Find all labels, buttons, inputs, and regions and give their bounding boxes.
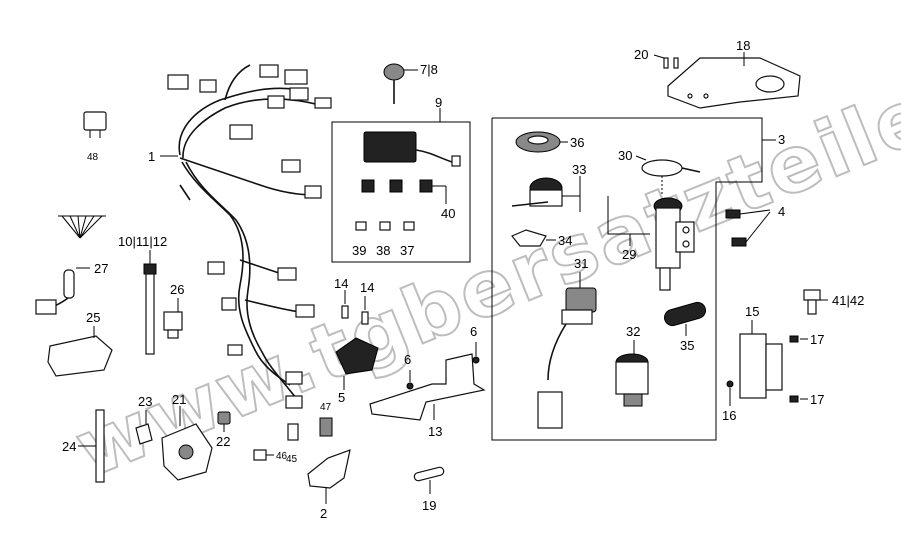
part-19-pin: 19 [413, 466, 445, 513]
label-35: 35 [680, 338, 694, 353]
label-47: 47 [320, 402, 332, 413]
label-17a: 17 [810, 332, 824, 347]
part-45-47-terminals: 45 47 [286, 402, 333, 465]
part-30-cover: 30 [618, 148, 701, 196]
part-14-bolts: 14 14 [334, 276, 374, 325]
label-10-12: 10|11|12 [118, 234, 167, 249]
label-24: 24 [62, 439, 76, 454]
part-13-bracket: 13 6 6 [369, 324, 486, 439]
label-25: 25 [86, 310, 100, 325]
label-17b: 17 [810, 392, 824, 407]
label-6b: 6 [470, 324, 477, 339]
part-33-lock: 33 34 [511, 162, 586, 248]
part-31-connector: 31 [537, 256, 597, 429]
label-40: 40 [441, 206, 455, 221]
part-9-cdi-frame: 9 40 39 38 37 [331, 95, 471, 263]
part-23-clip: 23 [135, 394, 153, 445]
part-21-switch: 21 [161, 392, 213, 481]
part-24-strap: 24 [62, 409, 105, 483]
label-36: 36 [570, 135, 584, 150]
label-48: 48 [87, 152, 99, 163]
label-19: 19 [422, 498, 436, 513]
label-13: 13 [428, 424, 442, 439]
label-21: 21 [172, 392, 186, 407]
label-46: 46 [276, 451, 288, 462]
label-41-42: 41|42 [832, 293, 864, 308]
part-2-bracket: 2 [307, 449, 351, 521]
label-14b: 14 [360, 280, 374, 295]
part-26-connector: 26 [163, 282, 184, 339]
label-27: 27 [94, 261, 108, 276]
part-48-relay: 48 [83, 111, 107, 163]
label-23: 23 [138, 394, 152, 409]
label-1: 1 [148, 149, 155, 164]
label-33: 33 [572, 162, 586, 177]
label-45: 45 [286, 454, 298, 465]
part-10-12-cable-tie: 10|11|12 [118, 234, 167, 355]
part-18-bracket: 18 20 [634, 38, 801, 109]
part-22-plug: 22 [216, 411, 231, 449]
label-29: 29 [622, 247, 636, 262]
label-18: 18 [736, 38, 750, 53]
part-46-connector: 46 [253, 449, 288, 462]
label-15: 15 [745, 304, 759, 319]
label-30: 30 [618, 148, 632, 163]
label-37: 37 [400, 243, 414, 258]
label-14a: 14 [334, 276, 348, 291]
label-26: 26 [170, 282, 184, 297]
label-31: 31 [574, 256, 588, 271]
label-16: 16 [722, 408, 736, 423]
label-38: 38 [376, 243, 390, 258]
label-20: 20 [634, 47, 648, 62]
label-5: 5 [338, 390, 345, 405]
label-9: 9 [435, 95, 442, 110]
part-7-8-key: 7|8 [383, 62, 438, 104]
part-41-42-cap: 41|42 [803, 289, 864, 315]
part-25-unit: 25 [47, 310, 113, 377]
part-3-ignition-frame: 3 [491, 117, 785, 441]
label-22: 22 [216, 434, 230, 449]
part-32-lock: 32 [615, 324, 649, 407]
part-15-bracket: 15 17 17 16 [722, 304, 824, 423]
label-6a: 6 [404, 352, 411, 367]
label-2: 2 [320, 506, 327, 521]
part-36-rubber-cap: 36 [515, 131, 584, 153]
part-29-ignition-switch: 29 [607, 196, 695, 291]
label-3: 3 [778, 132, 785, 147]
label-39: 39 [352, 243, 366, 258]
label-4: 4 [778, 204, 785, 219]
label-32: 32 [626, 324, 640, 339]
label-7-8: 7|8 [420, 62, 438, 77]
part-4-bolts: 4 [725, 204, 785, 247]
label-34: 34 [558, 233, 572, 248]
part-1-wiring-harness: 1 [148, 64, 332, 409]
part-35-grommet: 35 [664, 301, 706, 353]
part-27-sensor: 27 [35, 215, 108, 315]
part-5-relay: 5 [335, 337, 379, 405]
